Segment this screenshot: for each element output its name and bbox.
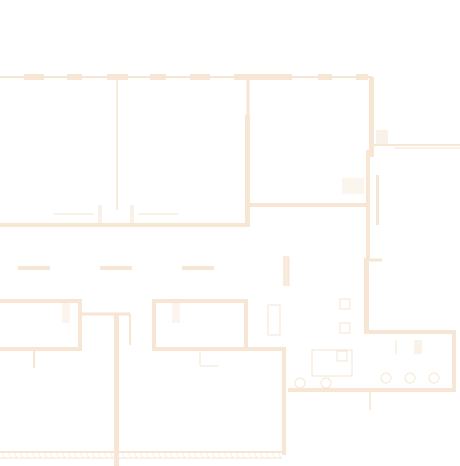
hatch-line [25, 451, 30, 459]
fixture-circle [428, 372, 440, 384]
fixture [339, 322, 351, 334]
door-jamb [172, 303, 180, 323]
hatch-line [49, 451, 54, 459]
exterior-wall [452, 332, 456, 392]
hatch-line [217, 451, 222, 459]
fixture-circle [404, 372, 416, 384]
walls [0, 74, 460, 466]
hatch-line [271, 451, 276, 459]
column [318, 74, 332, 80]
hatch-line [205, 451, 210, 459]
partition-wall [152, 299, 156, 351]
hatch-line [31, 451, 36, 459]
partition-wall [114, 314, 119, 466]
hatch-line [109, 451, 114, 459]
hatch-line [13, 451, 18, 459]
hatch-line [139, 451, 144, 459]
column [150, 74, 166, 80]
hatch-line [169, 451, 174, 459]
interior-wall [152, 347, 284, 351]
fixture-circle [380, 372, 392, 384]
corridor-marker [182, 266, 214, 270]
hatch-line [163, 451, 168, 459]
hatch-line [121, 451, 126, 459]
partition-wall [366, 150, 370, 260]
fixture [311, 349, 353, 377]
hatch-line [253, 451, 258, 459]
partition-wall [364, 258, 369, 334]
column [356, 74, 368, 80]
fixture [339, 298, 351, 310]
hatch-line [91, 451, 96, 459]
column [24, 74, 44, 80]
fixture [267, 304, 281, 336]
hatch-line [175, 451, 180, 459]
hatch-line [115, 451, 120, 459]
interior-wall [0, 299, 80, 303]
hatch-line [43, 451, 48, 459]
exterior-wall-bottom [288, 388, 456, 392]
corridor-marker [18, 266, 50, 270]
hatch-line [259, 451, 264, 459]
interior-wall [0, 223, 250, 227]
hatch-line [211, 451, 216, 459]
hatch-line [19, 451, 24, 459]
stair-detail [342, 178, 364, 194]
column [190, 74, 210, 80]
door-jamb [130, 205, 134, 223]
hatch-line [199, 451, 204, 459]
hatch-line [85, 451, 90, 459]
partition-wall [245, 115, 250, 227]
hatch-line [61, 451, 66, 459]
hatch-line [151, 451, 156, 459]
hatch-line [37, 451, 42, 459]
interior-wall [0, 347, 80, 351]
fixture-circle [294, 377, 306, 389]
hatch-line [133, 451, 138, 459]
hatch-line [127, 451, 132, 459]
exterior-wall-right-upper [369, 77, 374, 157]
hatch-line [241, 451, 246, 459]
partition-wall [376, 175, 379, 225]
partition-wall [244, 299, 248, 351]
hatch-line [235, 451, 240, 459]
hatch-line [97, 451, 102, 459]
interior-wall [248, 203, 368, 207]
partition-wall [282, 347, 286, 455]
interior-wall [152, 299, 248, 303]
hatch-line [67, 451, 72, 459]
corridor-marker [100, 266, 132, 270]
hatch-line [157, 451, 162, 459]
stair-detail [376, 130, 388, 144]
column [107, 74, 128, 80]
hatch-line [247, 451, 252, 459]
fixture [336, 350, 348, 362]
hatch-line [223, 451, 228, 459]
fixture-circle [320, 377, 332, 389]
hatch-line [181, 451, 186, 459]
interior-wall [364, 330, 456, 334]
column [67, 74, 82, 80]
hatch-line [277, 451, 282, 459]
hatch-line [73, 451, 78, 459]
hatch-line [79, 451, 84, 459]
hatch-line [229, 451, 234, 459]
hatch-line [55, 451, 60, 459]
door-jamb [62, 303, 70, 323]
door-frame [283, 256, 289, 286]
column [234, 74, 292, 80]
door-jamb [98, 205, 102, 223]
wall-stub [414, 340, 422, 354]
hatch-line [187, 451, 192, 459]
hatch-line [193, 451, 198, 459]
hatch-line [1, 451, 6, 459]
partition-wall [78, 299, 82, 351]
hatch-line [7, 451, 12, 459]
hatch-line [103, 451, 108, 459]
fixtures [267, 298, 440, 389]
hatch-line [145, 451, 150, 459]
hatch-line [265, 451, 270, 459]
